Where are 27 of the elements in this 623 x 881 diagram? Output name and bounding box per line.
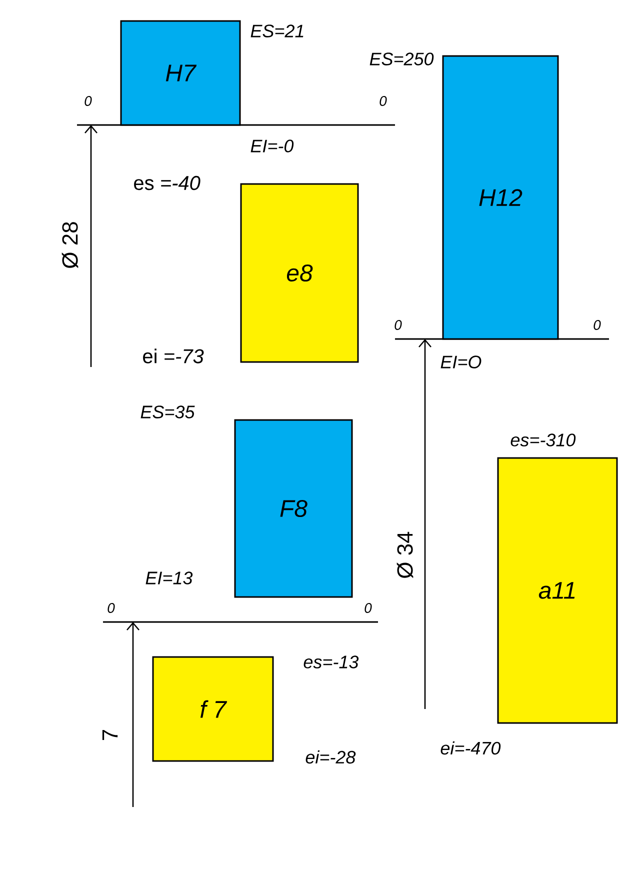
- zero-label: 0: [394, 320, 402, 330]
- tolerance-zone: e8: [240, 183, 359, 363]
- zero-label: 0: [594, 320, 601, 330]
- deviation-label: ES=35: [140, 406, 195, 418]
- deviation-label: EI=13: [146, 572, 193, 584]
- dimension-label: 7: [102, 730, 118, 740]
- deviation-label: EI=O: [440, 356, 482, 368]
- zero-label: 0: [364, 603, 372, 613]
- tolerance-zone: H12: [442, 55, 559, 340]
- dimension-label: Ø 28: [62, 222, 78, 268]
- tolerance-zone: F8: [234, 419, 353, 598]
- zero-label: 0: [84, 96, 92, 106]
- tolerance-zone: a11: [497, 457, 618, 724]
- tolerance-zone: f 7: [152, 656, 274, 762]
- deviation-label: EI=-0: [250, 140, 294, 152]
- deviation-label: es=-310: [510, 434, 576, 446]
- deviation-label: ei =-73: [143, 348, 204, 364]
- deviation-label: ei=-470: [440, 741, 501, 755]
- deviation-label: ei=-28: [306, 750, 356, 764]
- deviation-label: es =-40: [134, 176, 200, 190]
- deviation-label: ES=21: [250, 24, 304, 38]
- tolerance-zone: H7: [120, 20, 241, 126]
- deviation-label: es=-13: [304, 656, 359, 668]
- deviation-label: ES=250: [370, 52, 434, 66]
- zero-label: 0: [380, 96, 387, 106]
- zero-label: 0: [108, 603, 115, 613]
- dimension-label: Ø 34: [396, 532, 414, 578]
